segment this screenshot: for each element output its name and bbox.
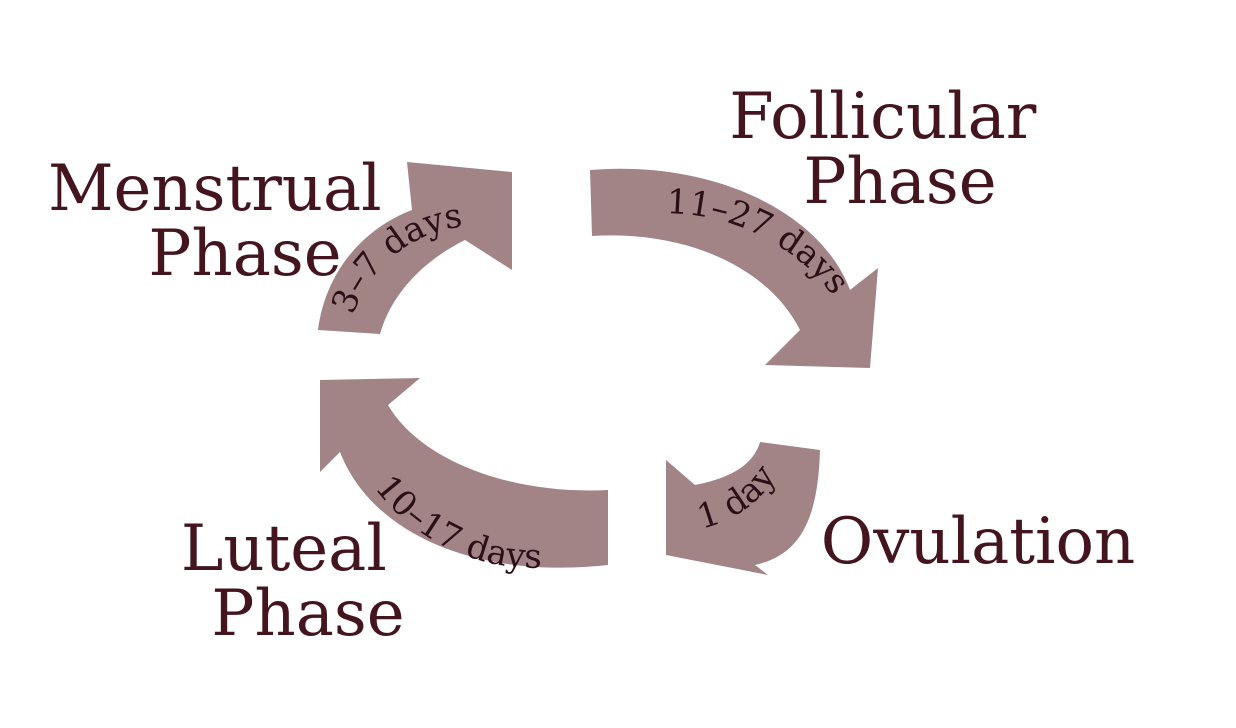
follicular-label-line2: Phase bbox=[803, 145, 996, 219]
ovulation-label-line1: Ovulation bbox=[821, 505, 1135, 579]
menstrual-phase-label: Menstrual Phase bbox=[48, 152, 402, 291]
menstrual-label-line2: Phase bbox=[148, 217, 341, 291]
luteal-label-line1: Luteal bbox=[181, 512, 387, 586]
luteal-arrow bbox=[320, 378, 608, 568]
menstrual-arrow bbox=[318, 162, 512, 334]
ovulation-arrow bbox=[666, 442, 820, 575]
ovulation-phase-label: Ovulation bbox=[821, 505, 1135, 579]
luteal-phase-label: Luteal Phase bbox=[181, 512, 407, 651]
follicular-label-line1: Follicular bbox=[729, 80, 1037, 154]
follicular-phase-label: Follicular Phase bbox=[729, 80, 1056, 219]
menstrual-label-line1: Menstrual bbox=[48, 152, 382, 226]
follicular-arrow bbox=[590, 168, 878, 368]
luteal-label-line2: Phase bbox=[211, 577, 404, 651]
